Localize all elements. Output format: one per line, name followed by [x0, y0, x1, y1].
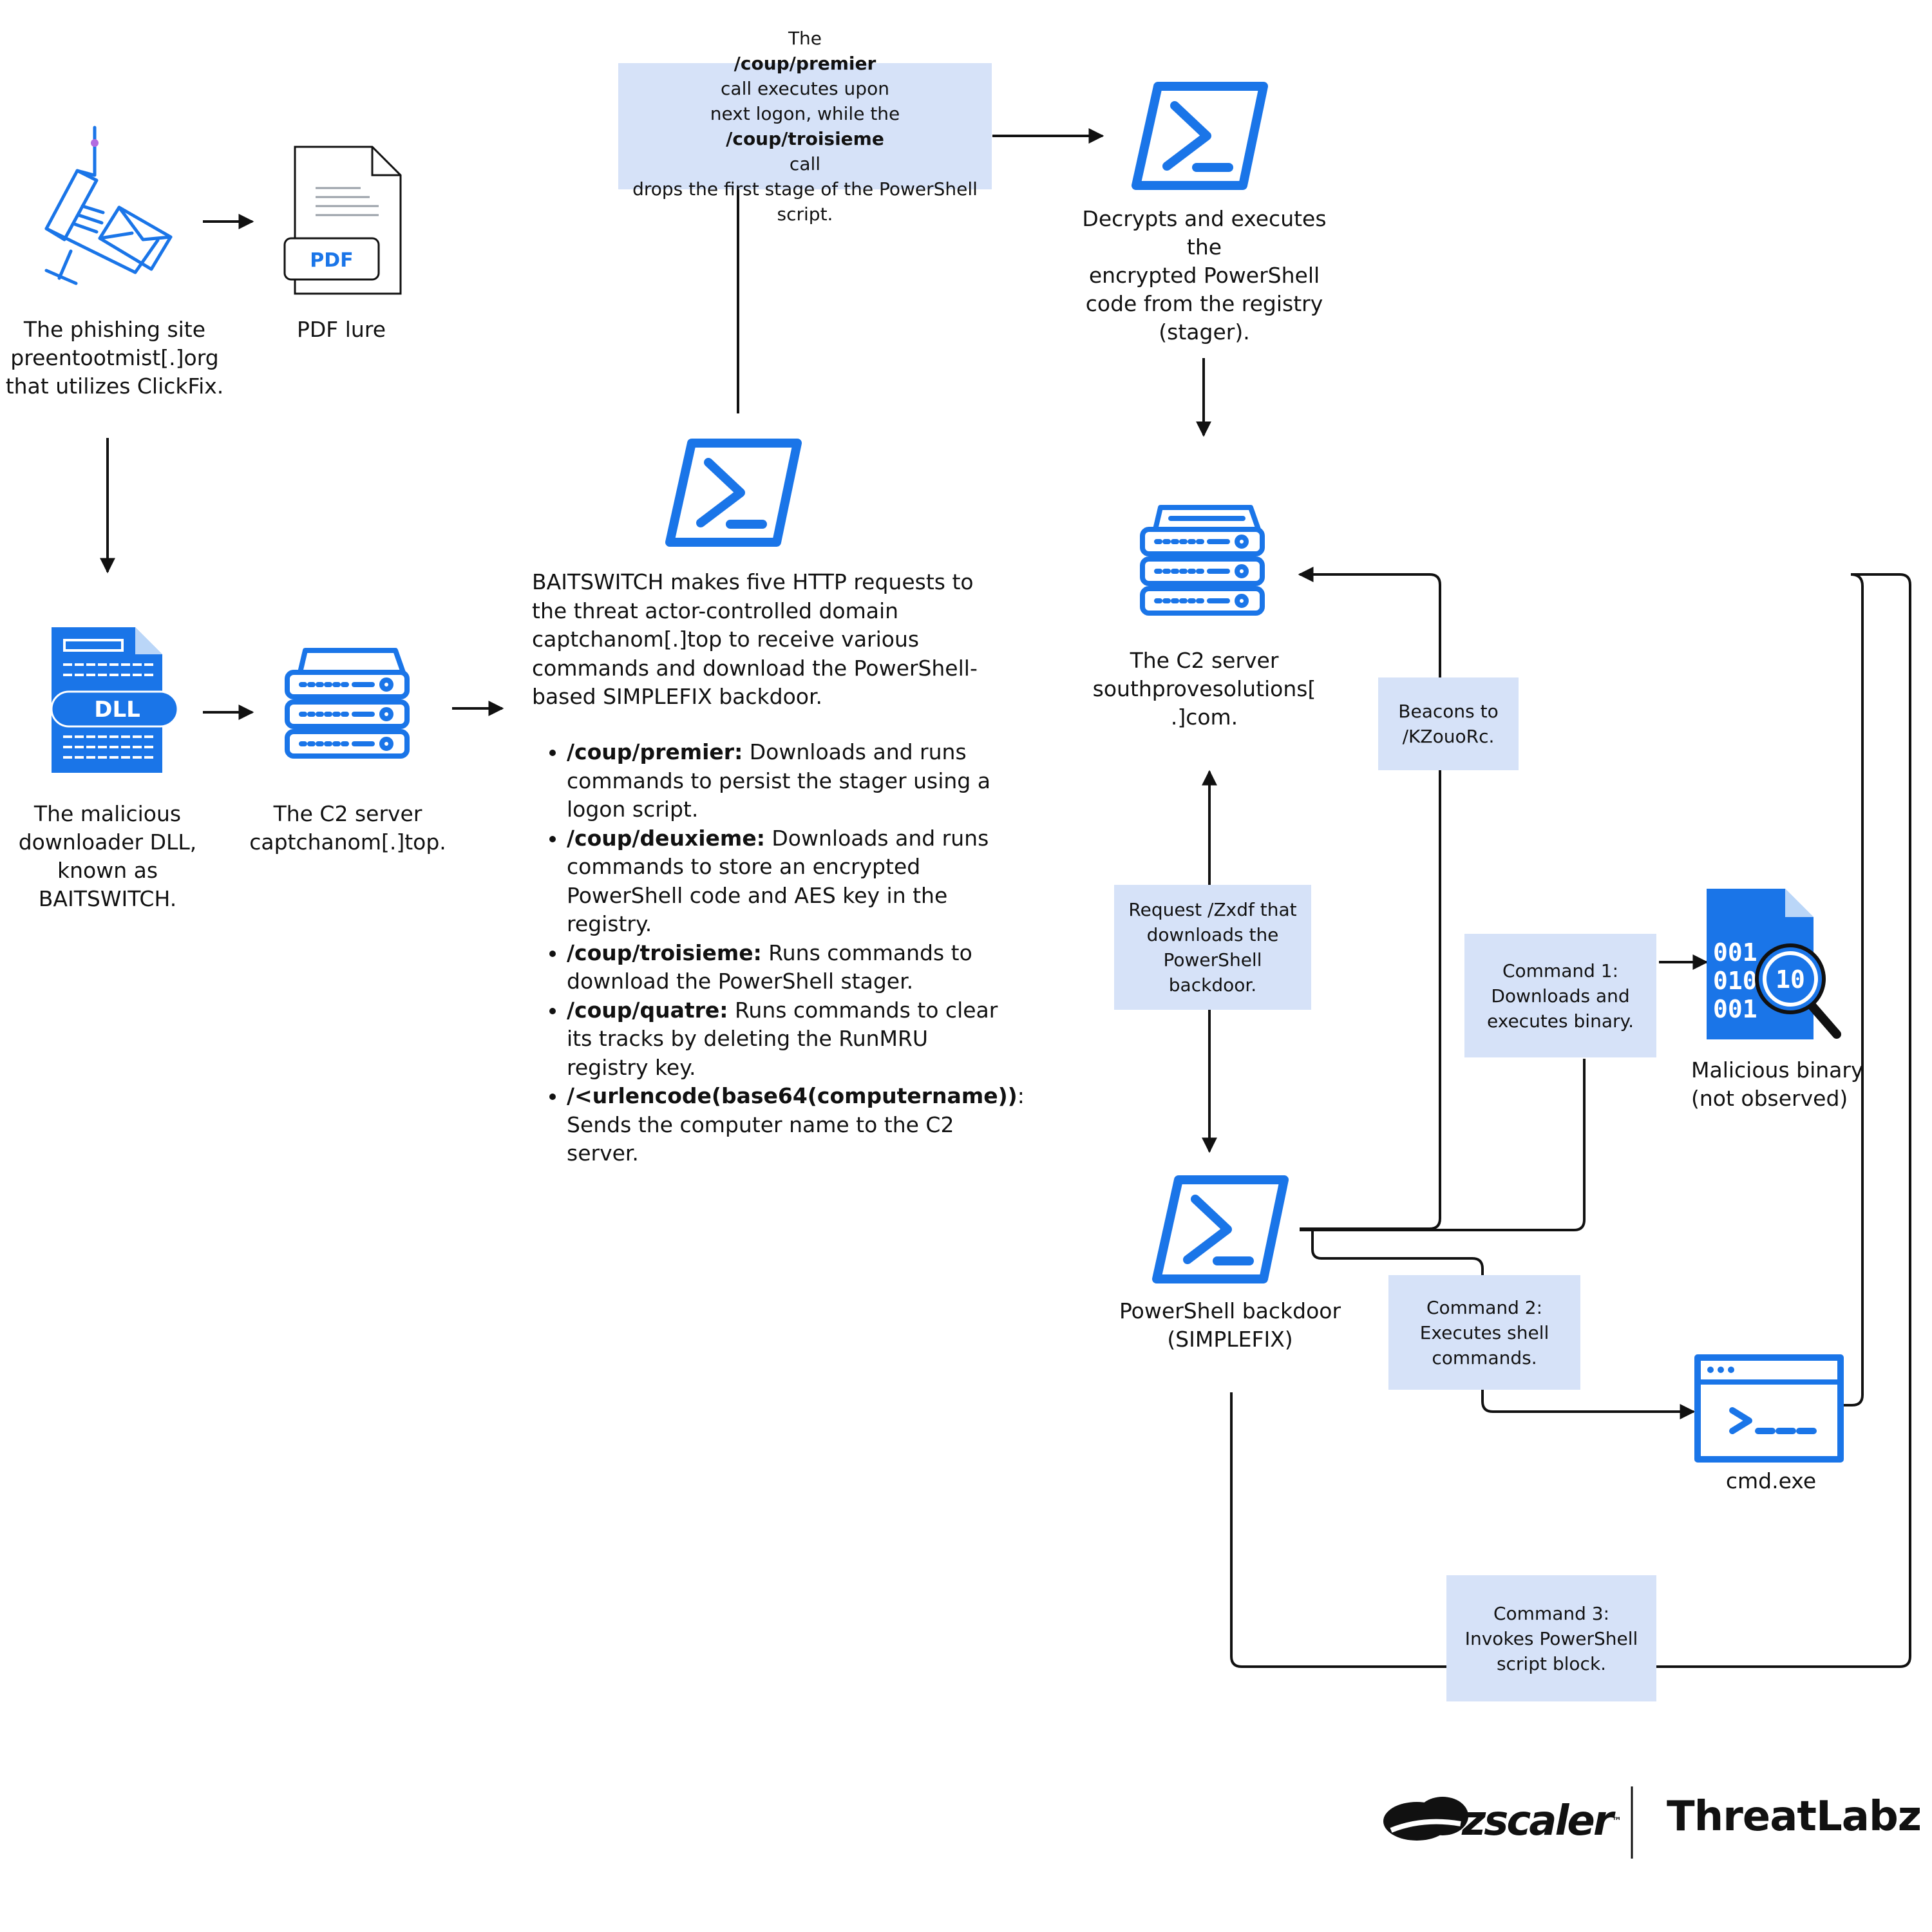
list-item: /coup/premier: Downloads and runscommand…: [567, 738, 1011, 824]
arrow-backdoor-beacons-to-c2: [1298, 567, 1441, 1230]
arrow-backdoor-command3-to-c2: [1230, 573, 1911, 1668]
pdf-icon-label: PDF: [310, 249, 353, 272]
powershell-stager-icon: [1132, 82, 1268, 190]
powershell-backdoor-icon: [1152, 1175, 1289, 1283]
svg-text:001: 001: [1713, 995, 1757, 1023]
cmd-window-icon: [1694, 1354, 1844, 1463]
dll-icon-label: DLL: [94, 697, 140, 723]
malicious-binary-icon: 001 010 001 10: [1707, 889, 1841, 1039]
svg-text:10: 10: [1776, 965, 1805, 994]
arrow-cmd-to-c2: [1842, 573, 1864, 1406]
c2-server-left-icon: [285, 648, 410, 759]
list-item: /coup/quatre: Runs commands to clearits …: [567, 996, 1011, 1083]
zscaler-logo-text: zscaler™: [1462, 1797, 1622, 1845]
arrow-backdoor-command1-to-binary: [1300, 1059, 1586, 1231]
list-item: /<urlencode(base64(computername)):Sends …: [567, 1082, 1025, 1168]
zscaler-logo-icon: [1383, 1797, 1468, 1841]
cmd-label: cmd.exe: [1725, 1468, 1817, 1493]
malicious-binary-label: Malicious binary(not observed): [1691, 1057, 1864, 1111]
dll-file-icon: DLL: [50, 627, 179, 773]
connectors: [100, 128, 1911, 1668]
c2-server-right-icon: [1140, 505, 1265, 616]
phishing-site-icon: [44, 126, 173, 285]
backdoor-label: PowerShell backdoor(SIMPLEFIX): [1119, 1298, 1341, 1352]
threatlabz-logo-text: ThreatLabz: [1667, 1793, 1922, 1841]
arrow-backdoor-command2-to-cmd: [1311, 1230, 1696, 1419]
list-item: /coup/deuxieme: Downloads and runscomman…: [567, 824, 1011, 939]
list-item: /coup/troisieme: Runs commands todownloa…: [567, 939, 1011, 996]
baitswitch-request-list: /coup/premier: Downloads and runscommand…: [547, 738, 1025, 1168]
coup-calls-callout: The /coup/premier call executes upon nex…: [618, 28, 992, 225]
svg-text:001: 001: [1713, 938, 1757, 967]
beacons-callout: Beacons to/KZouoRc.: [1378, 677, 1519, 770]
pdf-lure-label: PDF lure: [296, 317, 386, 342]
pdf-file-icon: PDF: [283, 146, 402, 295]
svg-text:010: 010: [1713, 967, 1757, 995]
powershell-baitswitch-icon: [665, 439, 802, 547]
